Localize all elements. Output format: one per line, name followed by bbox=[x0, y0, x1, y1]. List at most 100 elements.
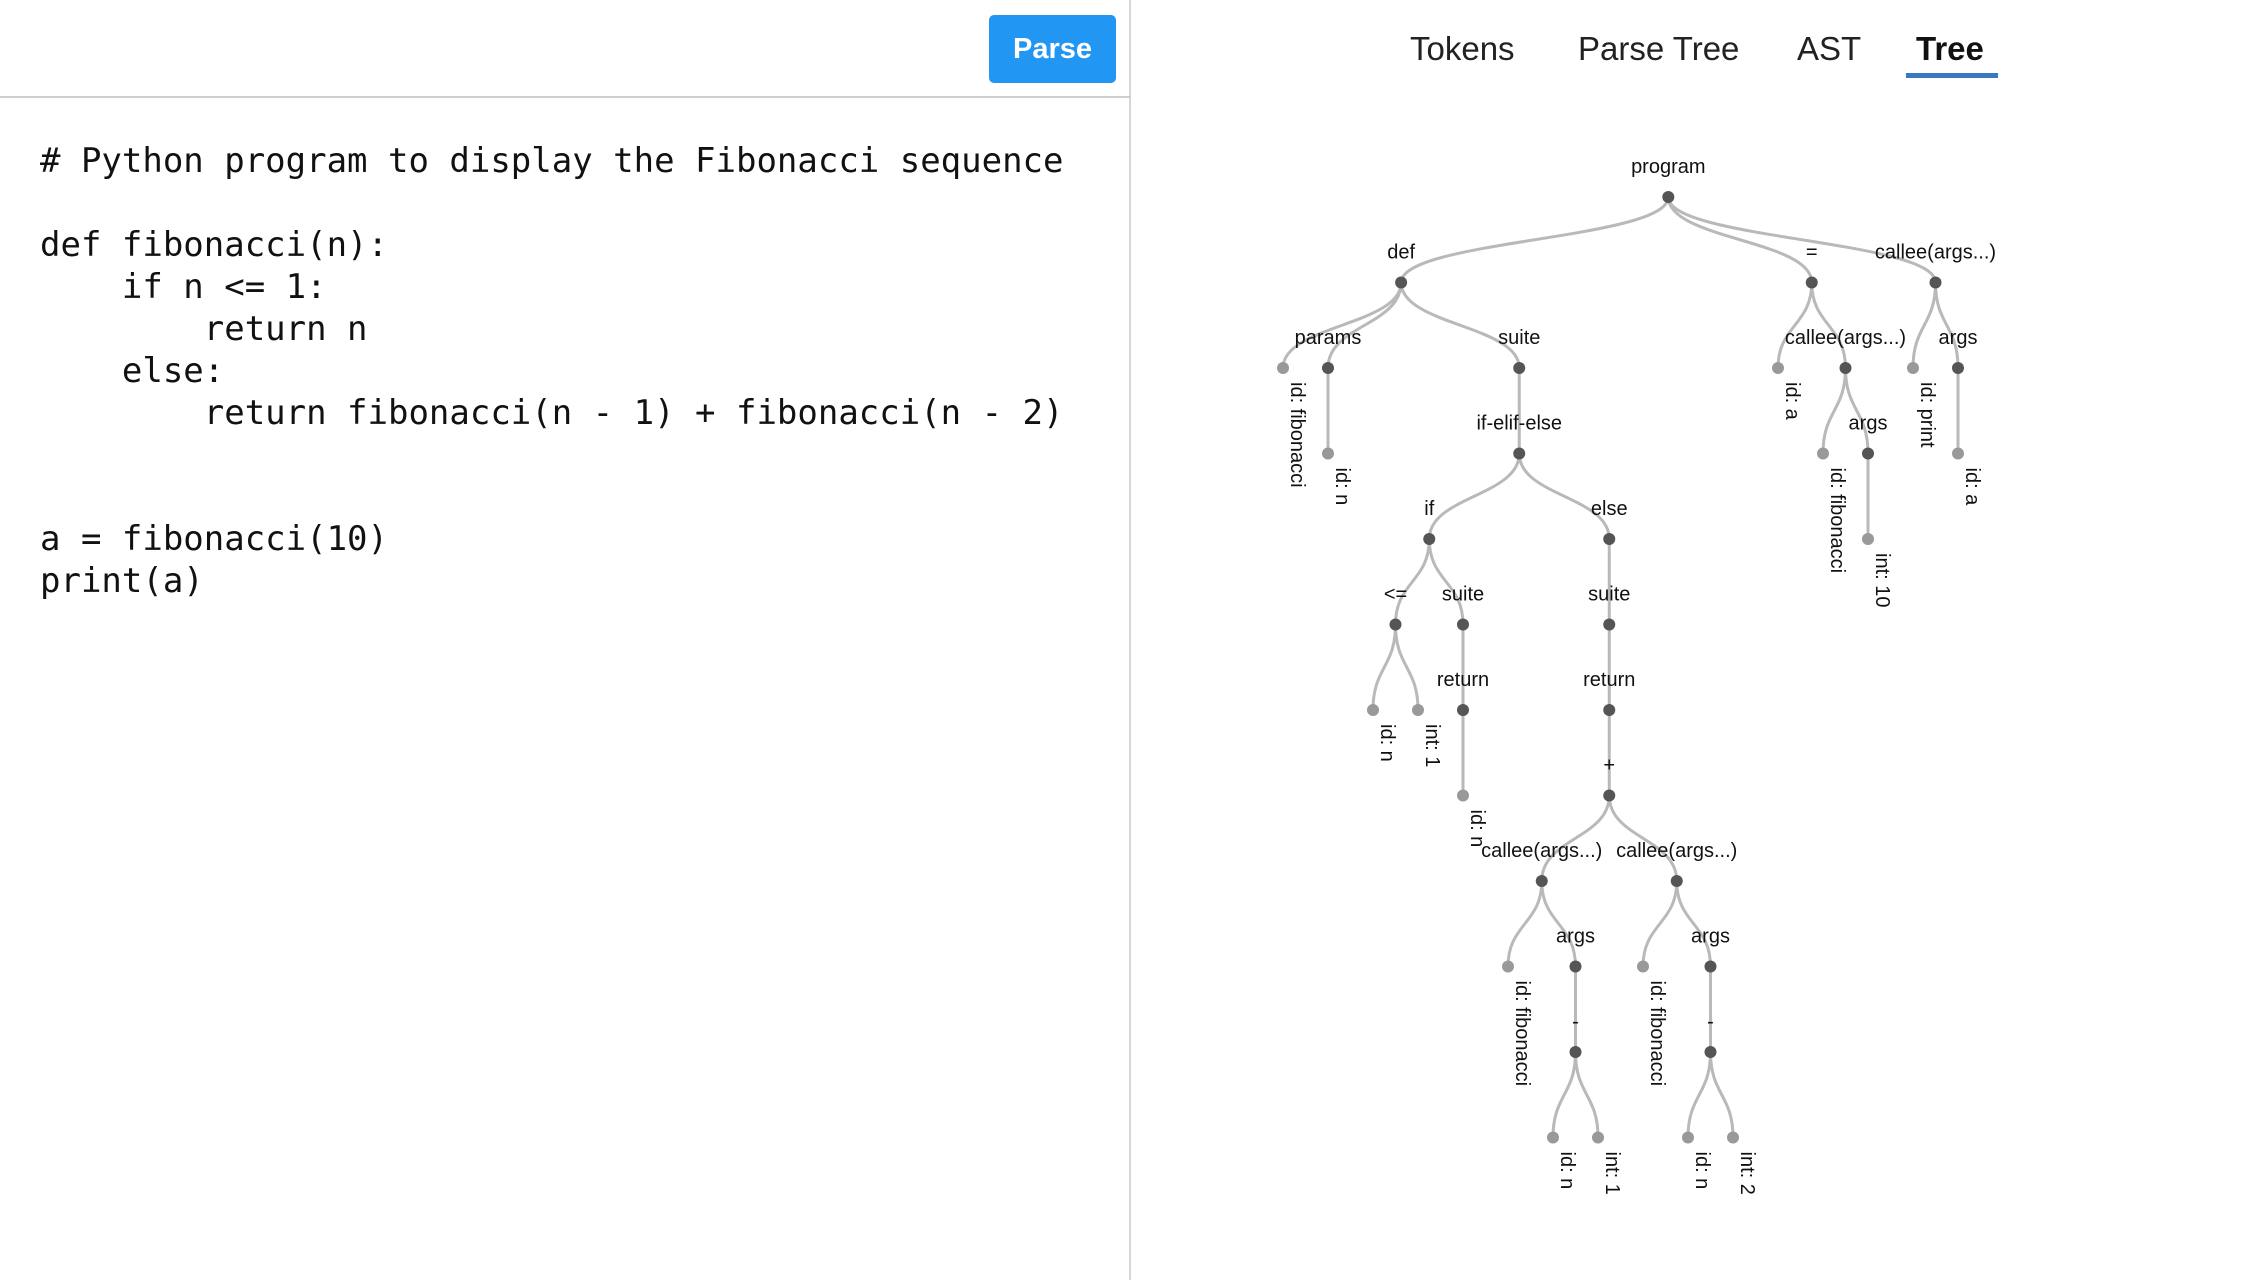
tab-tokens[interactable]: Tokens bbox=[1410, 30, 1515, 67]
tree-node-dot[interactable] bbox=[1929, 276, 1942, 289]
tree-node-dot[interactable] bbox=[1423, 533, 1436, 545]
tree-leaf-node[interactable]: int: 10 bbox=[1862, 533, 1893, 607]
tab-tree[interactable]: Tree bbox=[1916, 30, 1984, 67]
tree-node-dot[interactable] bbox=[1704, 1046, 1717, 1058]
tree-node-label-int-2: int: 2 bbox=[1736, 1152, 1758, 1195]
tab-parse-tree[interactable]: Parse Tree bbox=[1578, 30, 1740, 67]
tree-node-dot[interactable] bbox=[1727, 1131, 1739, 1144]
tree-node[interactable]: if-elif-else bbox=[1476, 413, 1562, 460]
tree-node-dot[interactable] bbox=[1457, 704, 1469, 716]
tree-node-dot[interactable] bbox=[1322, 362, 1334, 374]
tree-node[interactable]: args bbox=[1939, 327, 1978, 374]
tree-node-dot[interactable] bbox=[1513, 447, 1526, 460]
tree-node-dot[interactable] bbox=[1603, 618, 1616, 631]
tree-node[interactable]: args bbox=[1849, 413, 1888, 460]
code-line: # Python program to display the Fibonacc… bbox=[40, 141, 1064, 181]
tree-node-dot[interactable] bbox=[1513, 362, 1526, 374]
tree-node-label-return: return bbox=[1583, 669, 1635, 691]
tree-node-dot[interactable] bbox=[1670, 875, 1683, 887]
tree-node[interactable]: - bbox=[1569, 1011, 1582, 1058]
tree-node-dot[interactable] bbox=[1682, 1131, 1694, 1144]
tree-node-dot[interactable] bbox=[1457, 618, 1469, 631]
tree-edge bbox=[1666, 196, 1937, 283]
tree-node-dot[interactable] bbox=[1839, 362, 1852, 374]
tree-edge bbox=[1810, 282, 1847, 369]
tree-node[interactable]: if bbox=[1423, 498, 1436, 545]
tree-node-dot[interactable] bbox=[1603, 704, 1616, 716]
tree-node-dot[interactable] bbox=[1817, 447, 1829, 460]
tree-leaf-node[interactable]: id: n bbox=[1322, 447, 1353, 506]
tree-leaf-node[interactable]: int: 1 bbox=[1412, 704, 1443, 767]
tree-node-dot[interactable] bbox=[1412, 704, 1424, 716]
tree-node-dot[interactable] bbox=[1569, 1046, 1582, 1058]
tree-node[interactable]: callee(args...) bbox=[1616, 840, 1737, 887]
tree-node-dot[interactable] bbox=[1395, 276, 1408, 289]
tree-node-dot[interactable] bbox=[1367, 704, 1379, 716]
tree-node-dot[interactable] bbox=[1662, 191, 1675, 203]
tree-leaf-node[interactable]: id: n bbox=[1682, 1131, 1713, 1190]
tree-node[interactable]: suite bbox=[1498, 327, 1540, 374]
tree-node-dot[interactable] bbox=[1907, 362, 1919, 374]
tree-node-dot[interactable] bbox=[1535, 875, 1548, 887]
tree-node-dot[interactable] bbox=[1603, 789, 1616, 802]
tree-node-label-callee-args: callee(args...) bbox=[1785, 327, 1906, 349]
tree-node-dot[interactable] bbox=[1547, 1131, 1559, 1144]
parse-button[interactable]: Parse bbox=[989, 15, 1116, 83]
tree-leaf-node[interactable]: id: fibonacci bbox=[1277, 362, 1308, 488]
tree-node[interactable]: = bbox=[1805, 242, 1818, 289]
tree-leaf-node[interactable]: id: fibonacci bbox=[1817, 447, 1848, 574]
tree-node[interactable]: params bbox=[1295, 327, 1362, 374]
tree-node-dot[interactable] bbox=[1569, 960, 1582, 973]
tree-leaf-node[interactable]: id: a bbox=[1952, 447, 1983, 507]
tree-node-dot[interactable] bbox=[1603, 533, 1616, 545]
tree-leaf-node[interactable]: int: 2 bbox=[1727, 1131, 1758, 1195]
tree-node[interactable]: suite bbox=[1588, 584, 1630, 631]
tree-node-dot[interactable] bbox=[1637, 960, 1649, 973]
tree-node-dot[interactable] bbox=[1502, 960, 1514, 973]
tree-node[interactable]: callee(args...) bbox=[1875, 242, 1996, 289]
tree-node-label-id-a: id: a bbox=[1961, 468, 1983, 507]
tree-node-dot[interactable] bbox=[1389, 618, 1402, 631]
tree-node[interactable]: suite bbox=[1442, 584, 1484, 631]
code-editor[interactable]: # Python program to display the Fibonacc… bbox=[0, 100, 1129, 1280]
tree-node[interactable]: - bbox=[1704, 1011, 1717, 1058]
tree-node-label-op: <= bbox=[1384, 584, 1407, 606]
tree-node-label-id-fibonacci: id: fibonacci bbox=[1826, 468, 1848, 574]
tree-node[interactable]: <= bbox=[1384, 584, 1407, 631]
tree-node-dot[interactable] bbox=[1277, 362, 1289, 374]
tree-leaf-node[interactable]: int: 1 bbox=[1592, 1131, 1623, 1195]
tree-node-dot[interactable] bbox=[1704, 960, 1717, 973]
tree-node-dot[interactable] bbox=[1862, 447, 1874, 460]
tab-ast[interactable]: AST bbox=[1797, 30, 1862, 67]
tree-node-dot[interactable] bbox=[1322, 447, 1334, 460]
tree-node[interactable]: args bbox=[1556, 926, 1595, 973]
tree-leaf-node[interactable]: id: n bbox=[1547, 1131, 1578, 1190]
tree-leaf-node[interactable]: id: n bbox=[1457, 789, 1488, 848]
tree-node[interactable]: def bbox=[1387, 242, 1415, 289]
tree-node-dot[interactable] bbox=[1952, 362, 1964, 374]
tree-node-label-int-10: int: 10 bbox=[1871, 553, 1893, 607]
tree-node[interactable]: callee(args...) bbox=[1785, 327, 1906, 374]
tree-node[interactable]: callee(args...) bbox=[1481, 840, 1602, 887]
tree-node-label-int-1: int: 1 bbox=[1421, 724, 1443, 767]
tree-node-label-id-fibonacci: id: fibonacci bbox=[1646, 981, 1668, 1087]
tree-node-dot[interactable] bbox=[1952, 447, 1964, 460]
tree-node[interactable]: program bbox=[1631, 156, 1706, 203]
tree-node-dot[interactable] bbox=[1805, 276, 1818, 289]
tree-leaf-node[interactable]: id: print bbox=[1907, 362, 1938, 448]
tree-node[interactable]: + bbox=[1603, 755, 1616, 802]
tree-node-dot[interactable] bbox=[1592, 1131, 1604, 1144]
tree-node[interactable]: return bbox=[1583, 669, 1635, 716]
tree-leaf-node[interactable]: id: a bbox=[1772, 362, 1803, 421]
tree-node[interactable]: args bbox=[1691, 926, 1730, 973]
tree-node-label-args: args bbox=[1849, 413, 1888, 435]
tree-node[interactable]: else bbox=[1591, 498, 1628, 545]
tree-node[interactable]: return bbox=[1437, 669, 1489, 716]
tree-node-label-id-fibonacci: id: fibonacci bbox=[1511, 981, 1533, 1087]
tree-leaf-node[interactable]: id: fibonacci bbox=[1502, 960, 1533, 1087]
tree-node-dot[interactable] bbox=[1862, 533, 1874, 545]
tree-node-dot[interactable] bbox=[1772, 362, 1784, 374]
tree-leaf-node[interactable]: id: fibonacci bbox=[1637, 960, 1668, 1087]
tree-node-dot[interactable] bbox=[1457, 789, 1469, 802]
tree-leaf-node[interactable]: id: n bbox=[1367, 704, 1398, 762]
